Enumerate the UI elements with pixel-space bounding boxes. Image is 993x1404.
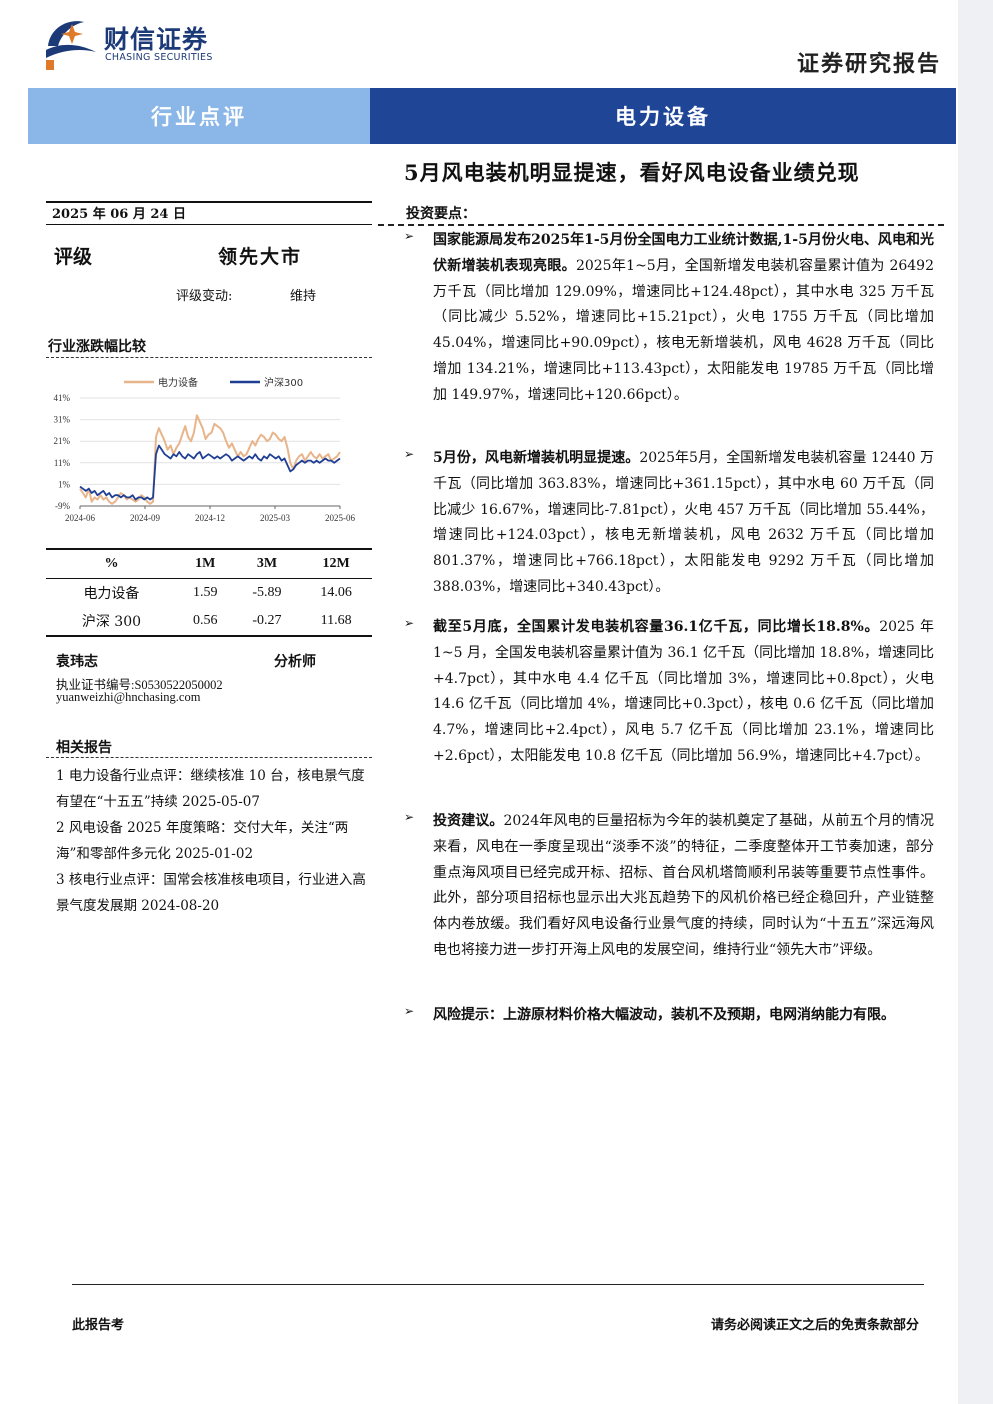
x-tick-label: 2024-09 — [130, 513, 160, 523]
key-point-body: 2025 年 1~5 月，全国发电装机容量累计值为 36.1 亿千瓦（同比增加 … — [433, 619, 934, 764]
table-cell: -0.27 — [233, 607, 301, 637]
key-point-body: 2024年风电的巨量招标为今年的装机奠定了基础，从前五个月的情况来看，风电在一季… — [433, 813, 934, 958]
related-report-item[interactable]: 3 核电行业点评：国常会核准核电项目，行业进入高景气度发展期 2024-08-2… — [56, 872, 366, 914]
key-point: ➢ 国家能源局发布2025年1-5月份全国电力工业统计数据,1-5月份火电、风电… — [404, 228, 934, 409]
table-header-row: % 1M 3M 12M — [46, 548, 372, 579]
brand-logo-icon — [46, 21, 96, 70]
brand-name-en: CHASING SECURITIES — [105, 52, 213, 63]
y-tick-label: 1% — [58, 479, 71, 489]
x-tick-label: 2025-03 — [260, 513, 290, 523]
brand-name: 财信证券 — [104, 25, 209, 54]
key-point-lead: 截至5月底，全国累计发电装机容量36.1亿千瓦，同比增长18.8%。 — [433, 619, 880, 635]
key-points-title: 投资要点： — [406, 206, 476, 222]
footer-left: 此报告考 — [72, 1318, 125, 1333]
rating-change-value: 维持 — [290, 289, 317, 304]
headline: 5月风电装机明显提速，看好风电设备业绩兑现 — [404, 160, 860, 185]
right-margin-strip — [958, 0, 993, 1404]
chart-series — [79, 414, 341, 505]
chart-legend: 电力设备 沪深300 — [124, 376, 303, 389]
y-tick-label: 11% — [54, 458, 71, 468]
key-point-lead: 国家能源局发布2025年1-5月份全国电力工业统计数据,1-5月份火电、风电和光… — [433, 232, 934, 274]
arrow-bullet-icon: ➢ — [404, 447, 415, 461]
key-point: ➢ 风险提示：上游原材料价格大幅波动，装机不及预期，电网消纳能力有限。 — [404, 1003, 934, 1029]
key-point-body: 2025年5月，全国新增发电装机容量 12440 万千瓦（同比增加 363.83… — [433, 450, 934, 595]
table-header: 3M — [233, 548, 301, 579]
key-point-lead: 5月份，风电新增装机明显提速。 — [433, 450, 640, 466]
table-header: 1M — [176, 548, 234, 579]
x-tick-label: 2025-06 — [325, 513, 355, 523]
performance-table: % 1M 3M 12M 电力设备 1.59 -5.89 14.06 沪深 300… — [46, 548, 372, 637]
analyst-cert: 执业证书编号:S0530522050002 — [56, 678, 223, 692]
key-point-body: 2025年1~5月，全国新增发电装机容量累计值为 26492 万千瓦（同比增加 … — [433, 257, 934, 403]
footer-divider — [72, 1284, 924, 1285]
footer-disclaimer: 请务必阅读正文之后的免责条款部分 — [710, 1318, 919, 1333]
table-cell: 11.68 — [300, 607, 372, 637]
table-cell: -5.89 — [252, 585, 282, 600]
arrow-bullet-icon: ➢ — [404, 1004, 415, 1018]
arrow-bullet-icon: ➢ — [404, 810, 415, 824]
key-point: ➢ 投资建议。2024年风电的巨量招标为今年的装机奠定了基础，从前五个月的情况来… — [404, 809, 934, 964]
table-cell: 电力设备 — [83, 586, 140, 602]
rating-change-label: 评级变动: — [176, 289, 233, 304]
key-point-lead: 风险提示：上游原材料价格大幅波动，装机不及预期，电网消纳能力有限。 — [433, 1007, 895, 1023]
table-cell: 沪深 300 — [46, 607, 177, 637]
key-point: ➢ 截至5月底，全国累计发电装机容量36.1亿千瓦，同比增长18.8%。2025… — [404, 615, 934, 770]
table-cell: 0.56 — [176, 607, 234, 637]
rating-label: 评级 — [54, 246, 93, 268]
y-tick-label: 41% — [54, 393, 71, 403]
key-point: ➢ 5月份，风电新增装机明显提速。2025年5月，全国新增发电装机容量 1244… — [404, 446, 934, 601]
table-cell: 14.06 — [320, 585, 352, 600]
chart-grid — [80, 397, 340, 507]
report-type: 证券研究报告 — [796, 51, 941, 77]
industry-band: 电力设备 — [370, 88, 956, 144]
analyst-title: 分析师 — [274, 654, 316, 670]
section-divider — [46, 757, 372, 758]
table-row: 电力设备 1.59 -5.89 14.06 — [46, 579, 372, 608]
legend-label: 沪深300 — [264, 376, 303, 389]
key-point-lead: 投资建议。 — [433, 813, 504, 829]
arrow-bullet-icon: ➢ — [404, 229, 415, 243]
related-title: 相关报告 — [56, 740, 112, 756]
related-report-item[interactable]: 2 风电设备 2025 年度策略：交付大年，关注“两海”和零部件多元化 2025… — [56, 820, 349, 862]
y-tick-label: 21% — [54, 436, 71, 446]
related-report-item[interactable]: 1 电力设备行业点评：继续核准 10 台，核电景气度有望在“十五五”持续 202… — [56, 768, 365, 810]
table-header: % — [46, 548, 177, 579]
rating-value: 领先大市 — [218, 246, 303, 268]
analyst-email[interactable]: yuanweizhi@hnchasing.com — [56, 690, 201, 704]
table-cell: 1.59 — [192, 585, 218, 600]
y-tick-label: 31% — [54, 415, 71, 425]
chart-x-ticks: 2024-06 2024-09 2024-12 2025-03 2025-06 — [65, 506, 355, 523]
key-points-divider — [378, 224, 944, 226]
series-line-power-equipment — [79, 414, 341, 505]
category-band: 行业点评 — [28, 88, 370, 144]
y-tick-label: -9% — [55, 501, 70, 511]
table-header: 12M — [300, 548, 372, 579]
analyst-name: 袁玮志 — [56, 654, 98, 670]
chart-y-ticks: 41% 31% 21% 11% 1% -9% — [54, 393, 71, 511]
arrow-bullet-icon: ➢ — [404, 616, 415, 630]
chart-section-title: 行业涨跌幅比较 — [48, 339, 146, 355]
section-divider — [46, 357, 372, 358]
series-line-csi300 — [79, 444, 341, 501]
report-date: 2025 年 06 月 24 日 — [46, 201, 372, 225]
x-tick-label: 2024-06 — [65, 513, 95, 523]
legend-label: 电力设备 — [158, 376, 198, 389]
table-row: 沪深 300 0.56 -0.27 11.68 — [46, 607, 372, 637]
x-tick-label: 2024-12 — [195, 513, 225, 523]
